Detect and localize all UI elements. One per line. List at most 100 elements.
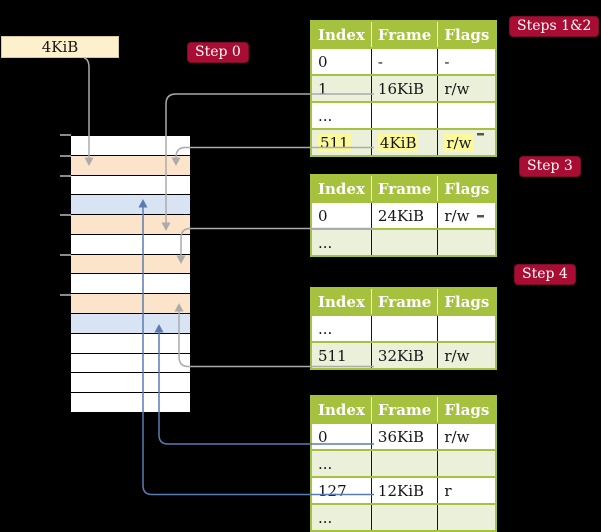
- table-cell: 24KiB: [370, 201, 438, 229]
- memory-frame-row-0-white: [71, 135, 190, 156]
- table-row: ...: [311, 449, 497, 477]
- table-row: ...: [311, 314, 497, 342]
- column-header-frame: Frame: [370, 20, 438, 48]
- table-cell: ...: [311, 101, 372, 129]
- memory-frame-row-8-peach: [71, 294, 190, 315]
- memory-frame-row-3-blue: [71, 195, 190, 216]
- table-cell: r/w: [437, 422, 497, 450]
- column-header-frame: Frame: [370, 174, 438, 202]
- table-cell: [370, 101, 438, 129]
- table-row: ...: [311, 503, 497, 531]
- table-cell: 0: [311, 201, 372, 229]
- highlighted-value: 511: [318, 133, 351, 152]
- table-cell: [437, 503, 497, 531]
- table-row: ...: [311, 101, 497, 129]
- table-cell: [437, 228, 497, 256]
- badge-step-4: Step 4: [515, 265, 575, 284]
- memory-frame-row-11-white: [71, 353, 190, 374]
- column-header-flags: Flags: [437, 20, 497, 48]
- table-row: 511 4KiB r/w: [311, 128, 497, 156]
- highlighted-value: 4KiB: [377, 133, 419, 152]
- table-cell: 511: [311, 128, 372, 156]
- physical-memory-column: [71, 135, 190, 413]
- table-cell: 0: [311, 422, 372, 450]
- column-header-flags: Flags: [437, 395, 497, 423]
- badge-step-0: Step 0: [188, 43, 248, 62]
- table-row: 0--: [311, 47, 497, 75]
- table-cell: -: [437, 47, 497, 75]
- column-header-index: Index: [311, 395, 372, 423]
- table-cell: ...: [311, 503, 372, 531]
- table-cell: 36KiB: [370, 422, 438, 450]
- badge-step-3: Step 3: [520, 157, 580, 176]
- highlighted-value: r/w: [444, 133, 474, 152]
- table-row: ...: [311, 228, 497, 256]
- table-cell: 511: [311, 341, 372, 369]
- table-cell: r/w: [437, 341, 497, 369]
- column-header-frame: Frame: [370, 395, 438, 423]
- table-cell: 16KiB: [370, 74, 438, 102]
- table-cell: -: [370, 47, 438, 75]
- table-cell: [437, 101, 497, 129]
- address-tick: [60, 214, 71, 216]
- memory-frame-row-4-peach: [71, 215, 190, 235]
- address-tick: [60, 254, 71, 256]
- table-cell: [437, 449, 497, 477]
- table-cell: r: [437, 476, 497, 504]
- table-cell: 127: [311, 476, 372, 504]
- memory-frame-row-7-white: [71, 274, 190, 295]
- column-header-frame: Frame: [370, 287, 438, 315]
- table-cell: 1: [311, 74, 372, 102]
- memory-frame-row-10-white: [71, 333, 190, 354]
- table-cell: 12KiB: [370, 476, 438, 504]
- table-cell: ...: [311, 314, 372, 342]
- column-header-flags: Flags: [437, 287, 497, 315]
- table-cell: r/w: [437, 201, 497, 229]
- badge-steps-1-2: Steps 1&2: [510, 17, 599, 36]
- memory-frame-row-6-peach: [71, 254, 190, 275]
- column-header-index: Index: [311, 287, 372, 315]
- table-cell: 0: [311, 47, 372, 75]
- memory-frame-row-5-white: [71, 234, 190, 255]
- table-cell: [370, 503, 438, 531]
- address-tick: [60, 175, 71, 177]
- table-cell: ...: [311, 449, 372, 477]
- frame-size-box: 4KiB: [1, 36, 119, 58]
- table-cell: r/w: [437, 128, 497, 156]
- table-cell: [370, 228, 438, 256]
- table-cell: [370, 449, 438, 477]
- address-tick: [60, 134, 71, 136]
- table-cell: [437, 314, 497, 342]
- address-tick: [60, 294, 71, 296]
- memory-frame-row-12-white: [71, 373, 190, 394]
- memory-frame-row-2-white: [71, 175, 190, 196]
- table-cell: r/w: [437, 74, 497, 102]
- table-cell: 4KiB: [370, 128, 438, 156]
- memory-frame-row-1-peach: [71, 155, 190, 176]
- column-header-flags: Flags: [437, 174, 497, 202]
- table-cell: 32KiB: [370, 341, 438, 369]
- memory-frame-row-13-white: [71, 393, 190, 413]
- column-header-index: Index: [311, 20, 372, 48]
- column-header-index: Index: [311, 174, 372, 202]
- table-cell: ...: [311, 228, 372, 256]
- table-cell: [370, 314, 438, 342]
- address-tick: [60, 155, 71, 157]
